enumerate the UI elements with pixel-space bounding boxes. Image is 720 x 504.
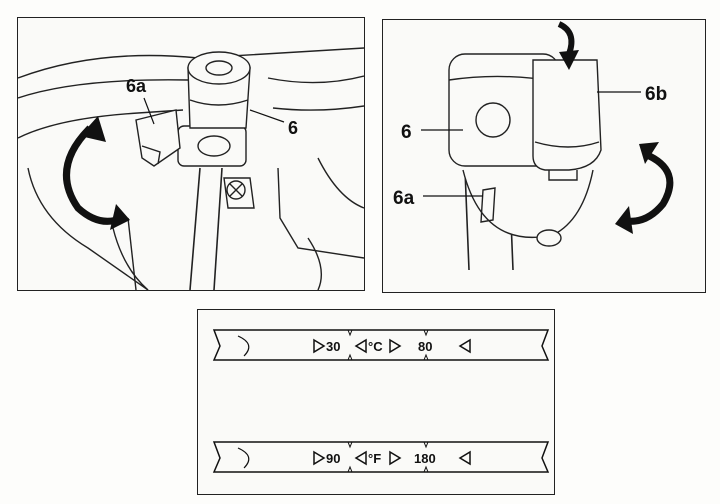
marker-right-icon — [389, 338, 402, 354]
marker-left-icon — [354, 338, 367, 354]
fahrenheit-low: 90 — [326, 451, 340, 466]
callout-6a: 6a — [126, 76, 147, 96]
celsius-scale-strip: 30 °C 80 — [212, 329, 550, 361]
right-illustration: 6 6a 6b — [393, 21, 674, 271]
rotate-arrow-icon — [62, 116, 130, 230]
down-arrow-icon — [557, 21, 579, 70]
callout-6: 6 — [401, 122, 412, 143]
temperature-scales-panel: 30 °C 80 90 °F 180 — [197, 309, 555, 495]
celsius-unit: °C — [368, 339, 383, 354]
right-illustration-panel: 6 6a 6b — [382, 19, 706, 293]
fahrenheit-high: 180 — [414, 451, 436, 466]
marker-left-icon — [458, 450, 471, 466]
marker-right-icon — [313, 450, 326, 466]
rotate-arrow-icon — [615, 142, 674, 234]
callout-6b: 6b — [645, 84, 667, 105]
fahrenheit-scale-strip: 90 °F 180 — [212, 441, 550, 473]
callout-6a: 6a — [393, 188, 415, 209]
left-illustration: 6a 6 — [18, 47, 364, 290]
fahrenheit-unit: °F — [368, 451, 381, 466]
callout-6: 6 — [288, 118, 298, 138]
celsius-low: 30 — [326, 339, 340, 354]
celsius-high: 80 — [418, 339, 432, 354]
marker-right-icon — [389, 450, 402, 466]
marker-left-icon — [354, 450, 367, 466]
marker-right-icon — [313, 338, 326, 354]
left-illustration-panel: 6a 6 — [17, 17, 365, 291]
marker-left-icon — [458, 338, 471, 354]
temperature-scales: 30 °C 80 90 °F 180 — [212, 329, 550, 473]
